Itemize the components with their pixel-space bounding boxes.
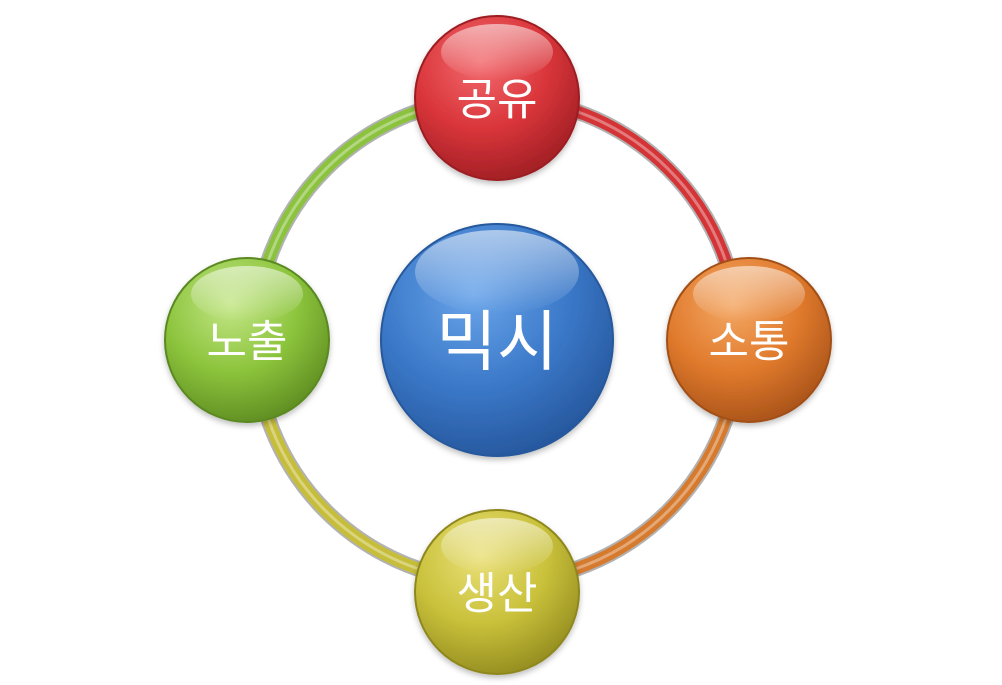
node-highlight-share <box>441 24 553 80</box>
node-exposure: 노출 <box>164 257 330 423</box>
node-share: 공유 <box>414 15 580 181</box>
node-production: 생산 <box>414 509 580 675</box>
center-label: 믹시 <box>436 304 557 381</box>
node-communication: 소통 <box>666 257 832 423</box>
node-label-production: 생산 <box>457 569 538 620</box>
node-label-communication: 소통 <box>709 317 790 368</box>
center-node: 믹시 <box>380 223 614 457</box>
node-label-share: 공유 <box>457 75 538 126</box>
node-highlight-production <box>441 518 553 574</box>
node-highlight-communication <box>693 266 805 322</box>
node-label-exposure: 노출 <box>207 317 288 368</box>
node-highlight-exposure <box>191 266 303 322</box>
